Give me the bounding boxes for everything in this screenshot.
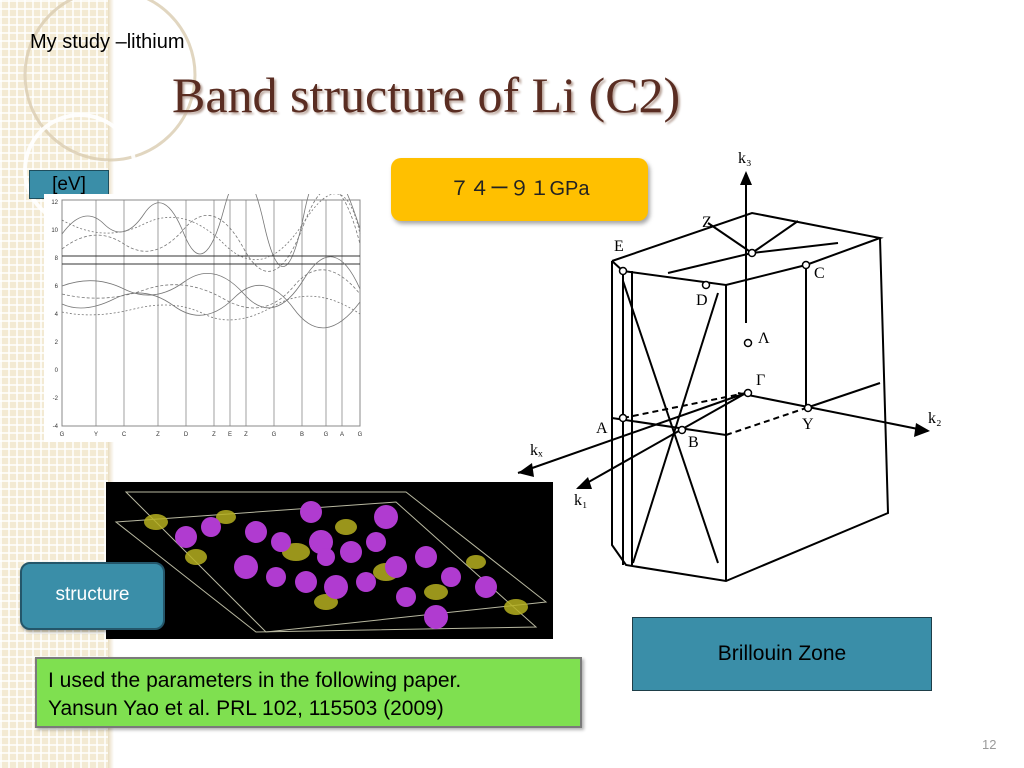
x-tick-label: E [228,432,232,438]
bz-point-label: Γ [756,372,765,389]
y-tick-label: 8 [55,256,59,262]
y-tick-labels: 12 10 8 6 4 2 0 -2 -4 [51,200,58,430]
x-tick-label: A [340,432,344,438]
reference-line-2: Yansun Yao et al. PRL 102, 115503 (2009) [48,697,444,720]
bz-point-label: kₓ [530,442,543,459]
structure-label: structure [20,562,165,630]
x-tick-label: G [272,432,277,438]
x-tick-label: G [358,432,363,438]
y-tick-label: 12 [51,200,58,206]
x-tick-label: D [184,432,189,438]
bz-point-label: k₂ [928,410,942,427]
crystal-structure-image [106,482,553,639]
brillouin-zone-label: Brillouin Zone [632,617,932,691]
x-tick-label: G [60,432,65,438]
y-tick-label: 0 [55,368,59,374]
y-tick-label: 10 [51,228,58,234]
reference-note: I used the parameters in the following p… [35,657,582,728]
slide-title: Band structure of Li (C2) [172,67,681,123]
x-tick-label: Z [244,432,248,438]
x-tick-label: Y [94,432,98,438]
brillouin-zone-diagram: k₃ Z E C D Λ Γ A B Y k₂ kₓ k₁ [517,150,942,583]
pressure-range-box: ７４ー９１GPa [391,158,648,221]
reference-line-1: I used the parameters in the following p… [48,669,462,692]
y-tick-label: 2 [55,340,59,346]
x-tick-label: Z [212,432,216,438]
y-tick-label: -2 [53,396,59,402]
y-tick-label: 6 [55,284,59,290]
bz-point-label: k₁ [574,492,588,509]
page-number: 12 [982,737,997,752]
bz-point-label: k₃ [738,150,752,167]
x-tick-label: G [324,432,329,438]
x-tick-label: C [122,432,127,438]
slide-subtitle: My study –lithium [30,31,185,53]
bz-point-label: Λ [758,330,770,347]
bz-point-label: Y [802,416,814,433]
bz-point-label: A [596,420,608,437]
bz-point-label: E [614,238,624,255]
x-tick-label: Z [156,432,160,438]
x-tick-label: B [300,432,304,438]
y-tick-label: -4 [53,424,59,430]
bz-point-label: D [696,292,708,309]
band-structure-plot: 12 10 8 6 4 2 0 -2 -4 G Y C Z D Z E Z G B G A G [44,194,366,442]
y-tick-label: 4 [55,312,59,318]
bz-point-label: C [814,265,825,282]
bz-point-label: Z [702,214,712,231]
bz-point-label: B [688,434,699,451]
